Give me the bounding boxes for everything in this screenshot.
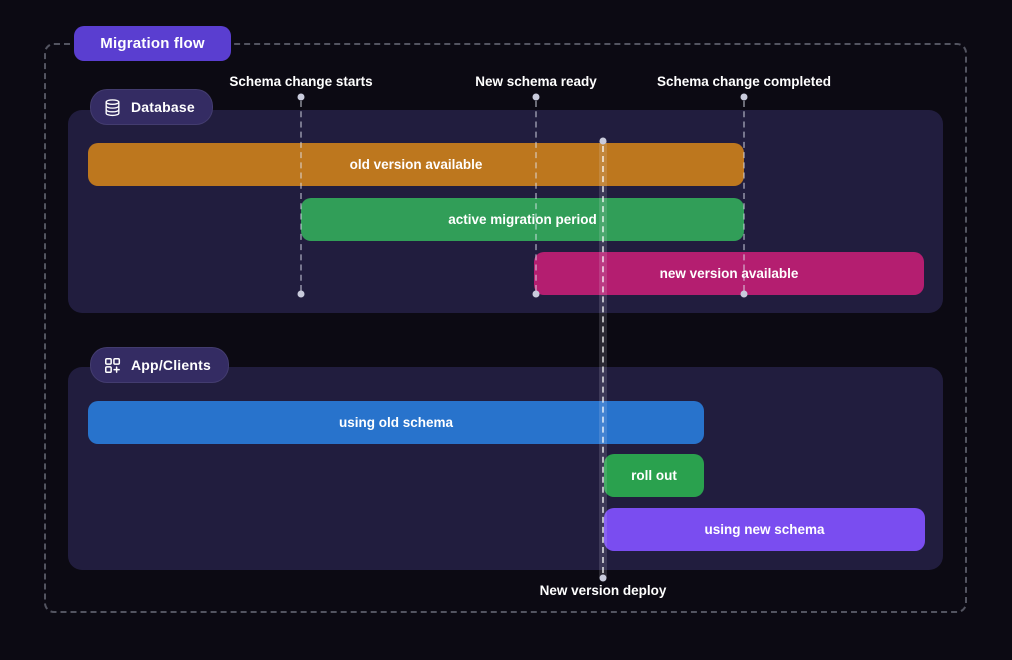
diagram-dashed-border xyxy=(44,43,967,613)
bar-old-version-available: old version available xyxy=(88,143,744,186)
milestone-line-schema-change-starts xyxy=(300,101,302,291)
database-lane-badge: Database xyxy=(90,89,213,125)
milestone-dot-bottom-0 xyxy=(297,290,305,298)
app-clients-lane-badge: App/Clients xyxy=(90,347,229,383)
database-lane-label: Database xyxy=(131,99,195,115)
app-clients-lane-label: App/Clients xyxy=(131,357,211,373)
deploy-dot-top xyxy=(599,137,607,145)
bar-active-migration-period: active migration period xyxy=(301,198,744,241)
deploy-marker-label: New version deploy xyxy=(539,583,667,598)
deploy-marker-line xyxy=(602,146,604,573)
bar-using-new-schema: using new schema xyxy=(604,508,925,551)
milestone-label-schema-change-starts: Schema change starts xyxy=(229,74,373,89)
milestone-label-schema-change-completed: Schema change completed xyxy=(656,74,832,89)
milestone-dot-top-2 xyxy=(740,93,748,101)
bar-new-version-available: new version available xyxy=(534,252,924,295)
milestone-dot-top-1 xyxy=(532,93,540,101)
milestone-dot-bottom-1 xyxy=(532,290,540,298)
milestone-dot-bottom-2 xyxy=(740,290,748,298)
database-icon xyxy=(103,98,122,117)
bar-roll-out: roll out xyxy=(604,454,704,497)
milestone-label-new-schema-ready: New schema ready xyxy=(475,74,597,89)
bar-using-old-schema: using old schema xyxy=(88,401,704,444)
diagram-title-badge: Migration flow xyxy=(74,26,231,61)
milestone-line-schema-change-completed xyxy=(743,101,745,291)
milestone-dot-top-0 xyxy=(297,93,305,101)
milestone-line-new-schema-ready xyxy=(535,101,537,291)
deploy-dot-bottom xyxy=(599,574,607,582)
apps-plus-icon xyxy=(103,356,122,375)
